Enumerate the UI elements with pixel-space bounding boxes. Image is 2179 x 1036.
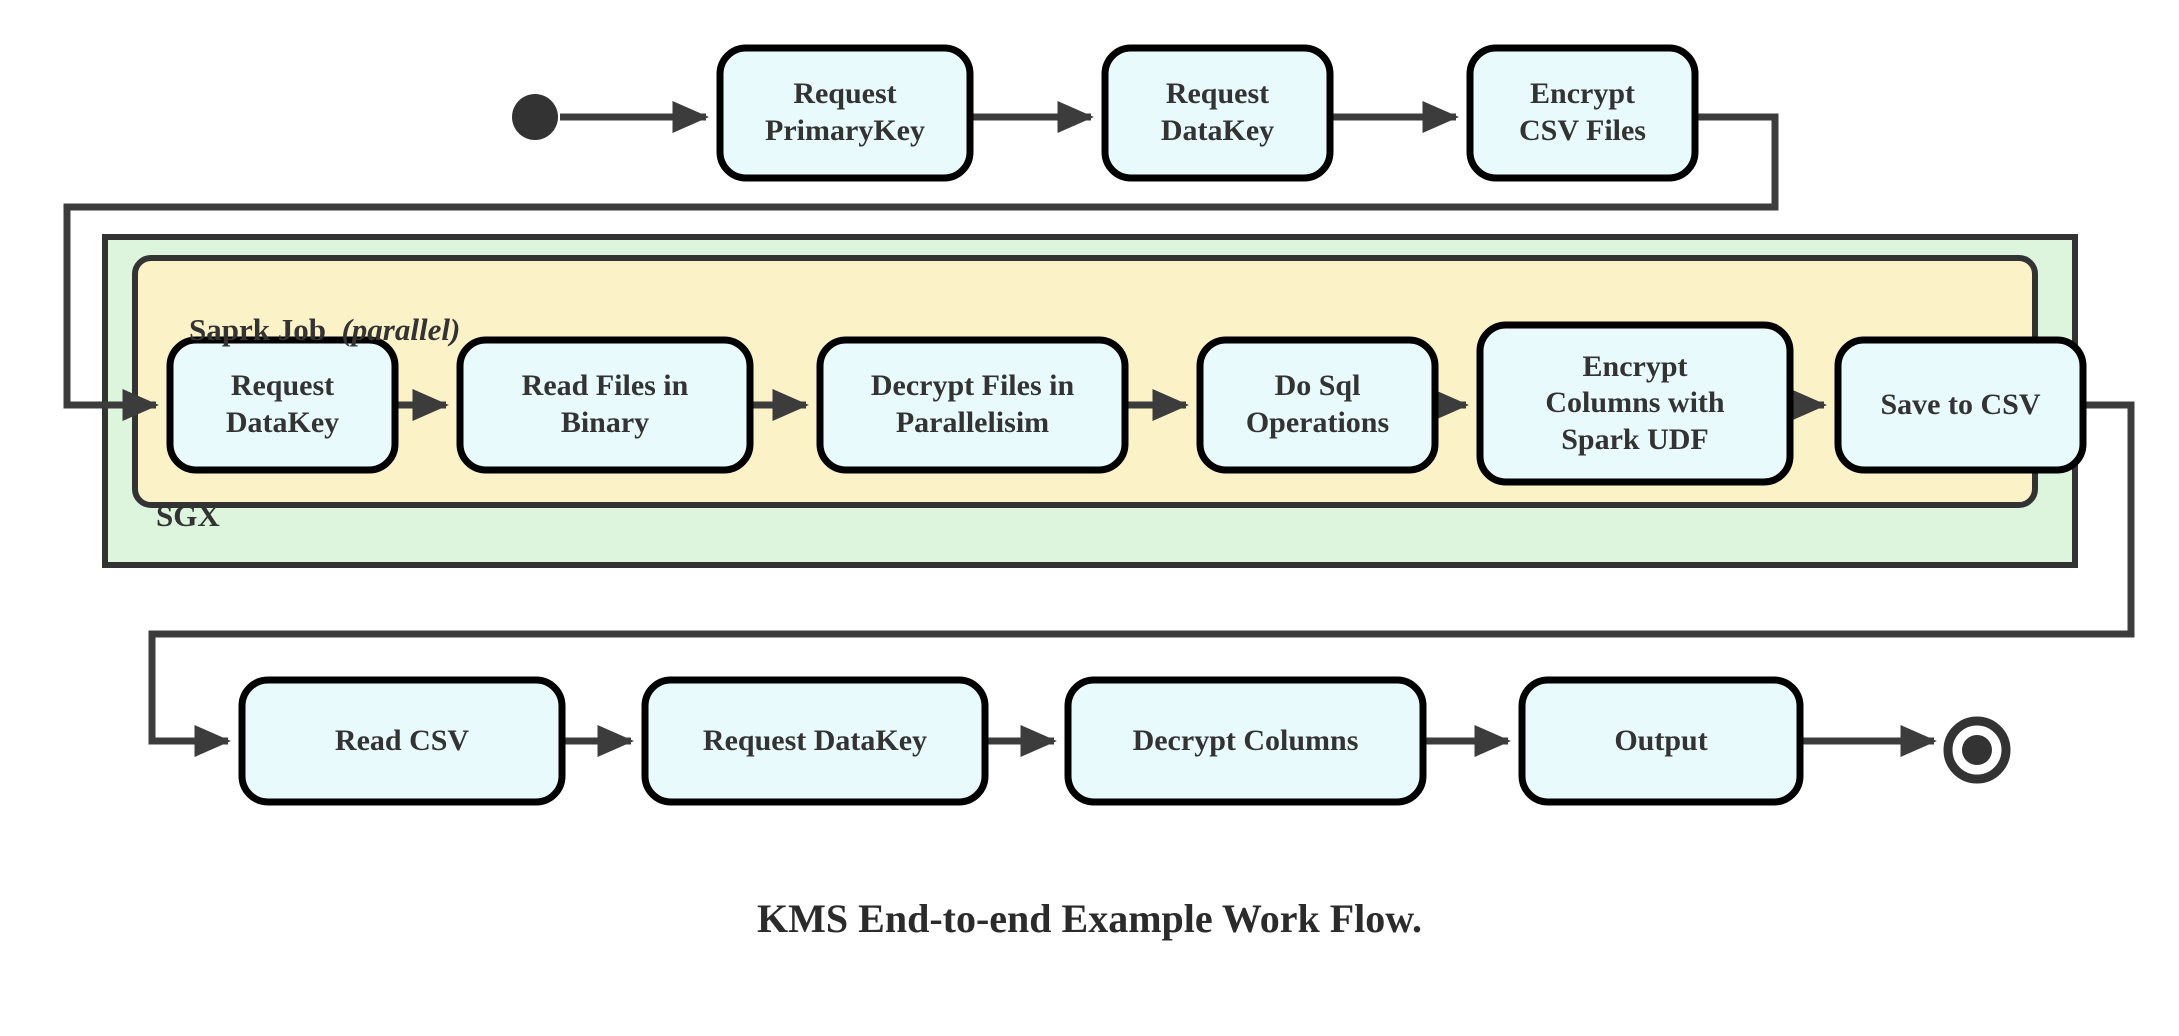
- group-label-sgx: SGX: [156, 498, 220, 533]
- edge-save-to-csv-to-read-csv: [148, 401, 2135, 758]
- node-request-datakey-3[interactable]: [641, 676, 989, 806]
- edge-layer: [63, 100, 2135, 758]
- node-decrypt-files[interactable]: [816, 336, 1129, 474]
- node-do-sql-operations[interactable]: [1196, 336, 1439, 474]
- node-read-csv[interactable]: [238, 676, 566, 806]
- start-node[interactable]: [512, 94, 558, 140]
- node-request-primarykey[interactable]: [716, 44, 974, 182]
- edge-encrypt-csv-files-to-request-datakey-2: [63, 113, 1779, 422]
- end-node[interactable]: [1943, 716, 2011, 784]
- node-output[interactable]: [1518, 676, 1804, 806]
- group-label-spark-job-text: Saprk Job: [189, 312, 326, 347]
- group-label-spark-job-suffix: (parallel): [341, 312, 461, 347]
- node-save-to-csv[interactable]: [1834, 336, 2087, 474]
- diagram-caption: KMS End-to-end Example Work Flow.: [757, 896, 1422, 941]
- node-read-files-binary[interactable]: [456, 336, 754, 474]
- node-request-datakey-2[interactable]: [166, 336, 399, 474]
- node-encrypt-csv-files[interactable]: [1466, 44, 1699, 182]
- node-request-datakey-1[interactable]: [1101, 44, 1334, 182]
- node-layer: [166, 44, 2087, 806]
- group-label-spark-job: Saprk Job (parallel): [158, 276, 460, 384]
- node-decrypt-columns[interactable]: [1064, 676, 1427, 806]
- node-encrypt-columns[interactable]: [1476, 321, 1794, 486]
